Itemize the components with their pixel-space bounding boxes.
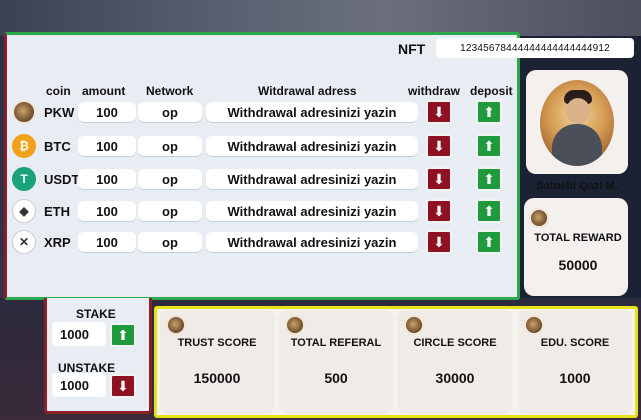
coin-row-btc: ₿ BTC 100 op Withdrawal adresinizi yazin… [10,134,510,158]
network-select[interactable]: op [138,102,202,122]
arrow-down-icon: ⬇ [433,137,445,154]
column-header-coin: coin [46,84,71,98]
nft-id-field[interactable]: 12345678444444444444444912 [436,38,634,58]
stake-button[interactable]: ⬆ [110,323,136,347]
stake-label: STAKE [76,307,116,321]
total-referal-title: TOTAL REFERAL [290,337,382,349]
column-header-address: Witdrawal adress [258,84,357,98]
address-input[interactable]: Withdrawal adresinizi yazin [206,136,418,156]
xrp-icon: ✕ [12,230,36,254]
deposit-button[interactable]: ⬆ [476,230,502,254]
pkw-coin-icon [529,208,549,228]
arrow-up-icon: ⬆ [483,233,495,250]
amount-input[interactable]: 100 [78,169,136,189]
ethereum-icon: ◆ [12,199,36,223]
arrow-down-icon: ⬇ [433,170,445,187]
withdraw-button[interactable]: ⬇ [426,199,452,223]
amount-input[interactable]: 100 [78,201,136,221]
address-input[interactable]: Withdrawal adresinizi yazin [206,102,418,122]
pkw-coin-icon [12,100,36,124]
arrow-down-icon: ⬇ [433,103,445,120]
coin-row-pkw: PKW 100 op Withdrawal adresinizi yazin ⬇… [10,100,510,124]
bitcoin-icon: ₿ [12,134,36,158]
arrow-up-icon: ⬆ [483,103,495,120]
withdraw-button[interactable]: ⬇ [426,100,452,124]
network-select[interactable]: op [138,201,202,221]
address-input[interactable]: Withdrawal adresinizi yazin [206,169,418,189]
pkw-coin-icon [404,315,424,335]
amount-input[interactable]: 100 [78,232,136,252]
avatar-head [566,98,590,124]
pkw-coin-icon [524,315,544,335]
arrow-up-icon: ⬆ [117,326,129,343]
deposit-button[interactable]: ⬆ [476,167,502,191]
trust-score-title: TRUST SCORE [177,337,257,349]
nft-label: NFT [398,41,426,57]
withdraw-button[interactable]: ⬇ [426,167,452,191]
coin-label: PKW [44,105,75,120]
network-select[interactable]: op [138,232,202,252]
address-input[interactable]: Withdrawal adresinizi yazin [206,232,418,252]
wallet-panel [4,32,520,300]
deposit-button[interactable]: ⬆ [476,134,502,158]
withdraw-button[interactable]: ⬇ [426,134,452,158]
coin-label: USDT [44,172,80,187]
total-referal-value: 500 [324,370,348,386]
total-reward-title: TOTAL REWARD [534,232,622,244]
deposit-button[interactable]: ⬆ [476,199,502,223]
coin-row-xrp: ✕ XRP 100 op Withdrawal adresinizi yazin… [10,230,510,254]
tether-icon: T [12,167,36,191]
avatar-body [552,124,602,166]
coin-label: ETH [44,204,70,219]
amount-input[interactable]: 100 [78,102,136,122]
circle-score-value: 30000 [435,370,475,386]
deposit-button[interactable]: ⬆ [476,100,502,124]
coin-label: XRP [44,235,71,250]
address-input[interactable]: Withdrawal adresinizi yazin [206,201,418,221]
arrow-up-icon: ⬆ [483,170,495,187]
background-top [0,0,641,36]
column-header-deposit: deposit [470,84,513,98]
arrow-down-icon: ⬇ [433,202,445,219]
coin-row-eth: ◆ ETH 100 op Withdrawal adresinizi yazin… [10,199,510,223]
arrow-up-icon: ⬆ [483,202,495,219]
avatar[interactable] [540,80,614,166]
pkw-coin-icon [285,315,305,335]
pkw-coin-icon [166,315,186,335]
network-select[interactable]: op [138,169,202,189]
arrow-down-icon: ⬇ [117,377,129,394]
edu-score-value: 1000 [559,370,591,386]
network-select[interactable]: op [138,136,202,156]
amount-input[interactable]: 100 [78,136,136,156]
column-header-network: Network [146,84,194,98]
trust-score-value: 150000 [193,370,241,386]
profile-name: Satoshi Qazi M. [536,180,618,192]
unstake-input[interactable]: 1000 [52,373,106,397]
total-reward-value: 50000 [558,257,598,273]
unstake-label: UNSTAKE [58,361,116,375]
coin-label: BTC [44,139,71,154]
edu-score-title: EDU. SCORE [540,337,610,349]
column-header-amount: amount [82,84,126,98]
coin-row-usdt: T USDT 100 op Withdrawal adresinizi yazi… [10,167,510,191]
withdraw-button[interactable]: ⬇ [426,230,452,254]
stake-input[interactable]: 1000 [52,322,106,346]
arrow-down-icon: ⬇ [433,233,445,250]
unstake-button[interactable]: ⬇ [110,374,136,398]
arrow-up-icon: ⬆ [483,137,495,154]
circle-score-title: CIRCLE SCORE [413,337,497,349]
column-header-withdraw: withdraw [408,84,461,98]
